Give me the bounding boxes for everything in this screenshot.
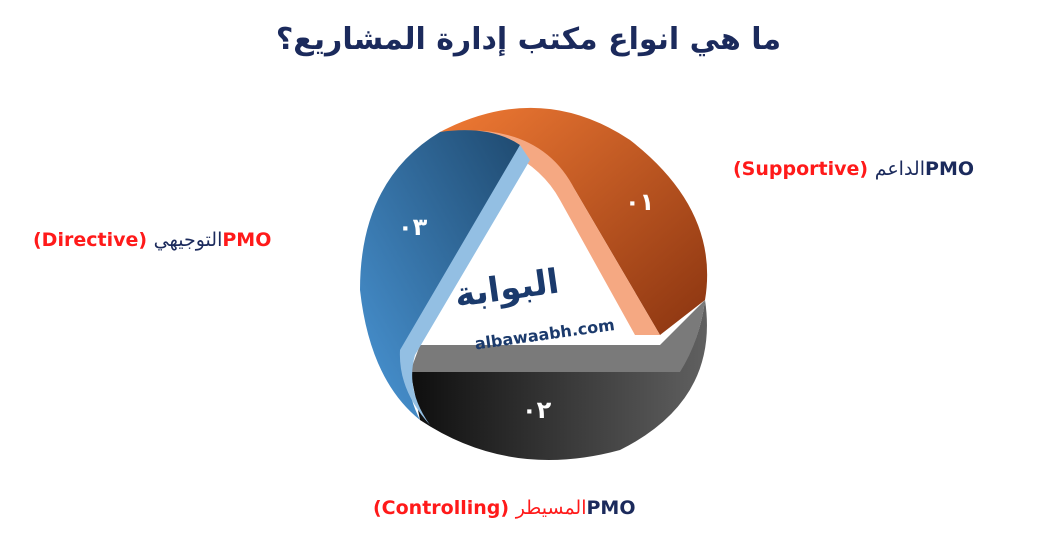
segment-supportive <box>440 107 708 335</box>
label-supportive: (Supportive) الداعمPMO <box>733 158 974 180</box>
label-controlling: (Controlling) المسيطرPMO <box>373 497 636 519</box>
segment-number-2: ٠٢ <box>522 396 552 424</box>
segment-number-1: ٠١ <box>625 188 654 216</box>
page-title: ما هي انواع مكتب إدارة المشاريع؟ <box>275 22 782 57</box>
arrow-band-gray <box>410 300 705 372</box>
segment-controlling <box>410 300 707 460</box>
svg-text:البوابة: البوابة <box>452 262 561 316</box>
label-directive: (Directive) التوجيهيPMO <box>33 229 272 251</box>
segment-directive <box>360 130 520 420</box>
arrow-band-blue <box>399 145 530 425</box>
arrow-band-orange <box>440 130 660 335</box>
albawaabh-logo: البوابة albawaabh.com <box>452 262 616 354</box>
segment-number-3: ٠٣ <box>398 213 428 241</box>
pmo-cycle-diagram: ٠١ ٠٢ ٠٣ البوابة albawaabh.com <box>360 107 708 460</box>
